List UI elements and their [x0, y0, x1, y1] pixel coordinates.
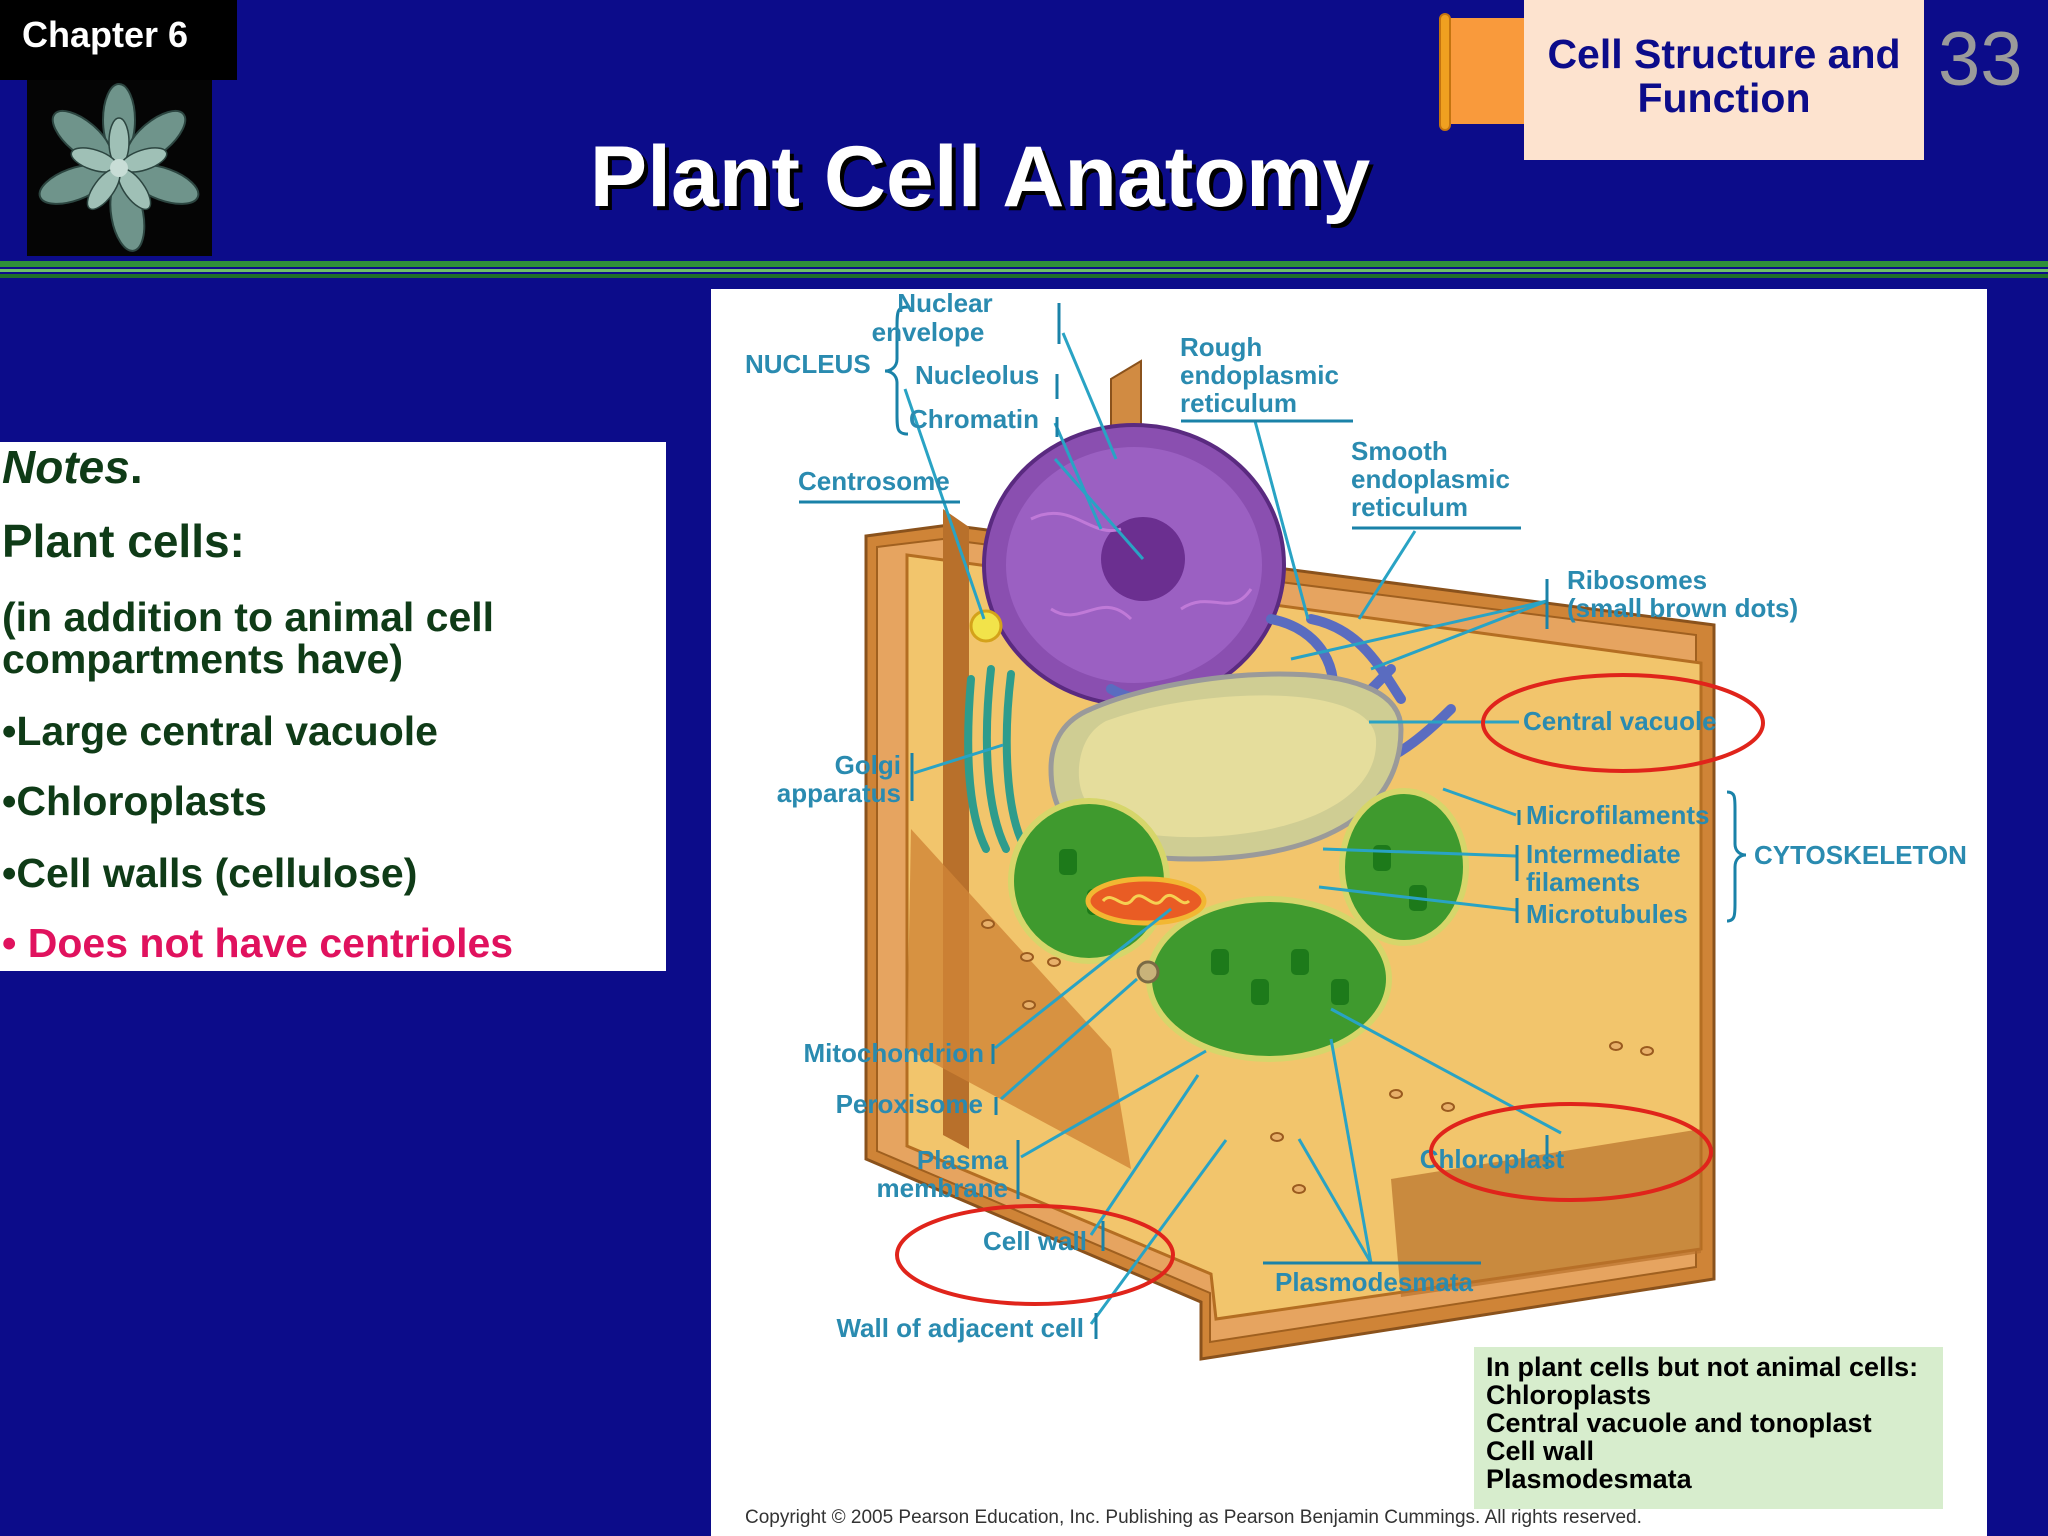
label-nuclear-envelope: Nuclear	[897, 289, 992, 318]
notes-heading: Notes.	[2, 441, 143, 493]
diagram-labels: Nuclear envelope NUCLEUS Nucleolus Chrom…	[745, 289, 1967, 1343]
label-mitochondrion: Mitochondrion	[803, 1038, 984, 1068]
header-rule-middle	[0, 269, 2048, 272]
highlight-circles	[895, 673, 1765, 1306]
label-peroxisome: Peroxisome	[836, 1089, 983, 1119]
summary-item: Chloroplasts	[1486, 1380, 1652, 1410]
summary-title: In plant cells but not animal cells:	[1486, 1352, 1919, 1382]
header-rule-top	[0, 261, 2048, 267]
notes-subtitle: Plant cells:	[2, 515, 245, 567]
label-cell-wall: Cell wall	[983, 1226, 1087, 1256]
label-nucleolus: Nucleolus	[915, 360, 1039, 390]
label-intermediate-filaments: Intermediate	[1526, 839, 1681, 869]
label-plasmodesmata: Plasmodesmata	[1275, 1267, 1474, 1297]
label-wall-of-adjacent-cell: Wall of adjacent cell	[836, 1313, 1084, 1343]
chloroplast-illustration	[1008, 788, 1469, 1062]
central-vacuole-illustration	[1048, 671, 1404, 862]
notes-panel: Notes. Plant cells: (in addition to anim…	[0, 442, 666, 971]
label-plasma-membrane: Plasma	[917, 1145, 1009, 1175]
notes-bullet: •Large central vacuole	[2, 708, 438, 754]
notes-bullet: •Chloroplasts	[2, 778, 267, 824]
label-microfilaments: Microfilaments	[1526, 800, 1710, 830]
label-nuclear-envelope: envelope	[872, 317, 985, 347]
mitochondrion-illustration	[1085, 876, 1207, 926]
scroll-icon	[1436, 12, 1524, 132]
summary-item: Cell wall	[1486, 1436, 1595, 1466]
label-central-vacuole: Central vacuole	[1523, 706, 1717, 736]
centrosome-illustration	[969, 609, 1003, 643]
label-intermediate-filaments: filaments	[1526, 867, 1640, 897]
label-microtubules: Microtubules	[1526, 899, 1688, 929]
label-chromatin: Chromatin	[909, 404, 1039, 434]
copyright-notice: Copyright © 2005 Pearson Education, Inc.…	[745, 1507, 1642, 1528]
plant-only-summary: In plant cells but not animal cells: Chl…	[1474, 1347, 1943, 1509]
golgi-illustration	[964, 665, 1027, 853]
label-nucleus: NUCLEUS	[745, 349, 871, 379]
label-golgi: Golgi	[835, 750, 901, 780]
notes-intro-line-2: compartments have)	[2, 636, 404, 682]
header-rule-bottom	[0, 274, 2048, 278]
summary-item: Plasmodesmata	[1486, 1464, 1692, 1494]
nucleus-illustration	[982, 423, 1286, 707]
label-golgi: apparatus	[777, 778, 901, 808]
notes-highlight: • Does not have centrioles	[2, 920, 514, 966]
label-rough-er: endoplasmic	[1180, 360, 1339, 390]
label-smooth-er: Smooth	[1351, 436, 1448, 466]
label-ribosomes: (small brown dots)	[1567, 593, 1798, 623]
slide-number: 33	[1938, 17, 2023, 102]
summary-item: Central vacuole and tonoplast	[1486, 1408, 1872, 1438]
notes-intro-line-1: (in addition to animal cell	[2, 594, 495, 640]
label-smooth-er: reticulum	[1351, 492, 1468, 522]
label-brackets	[799, 303, 1747, 1339]
topic-line-1: Cell Structure and	[1547, 31, 1901, 77]
succulent-plant-image	[27, 80, 212, 256]
label-ribosomes: Ribosomes	[1567, 565, 1707, 595]
label-chloroplast: Chloroplast	[1420, 1144, 1565, 1174]
topic-box: Cell Structure and Function	[1524, 0, 1924, 160]
plant-cell-diagram: Nuclear envelope NUCLEUS Nucleolus Chrom…	[711, 289, 1987, 1536]
highlight-circle-chloroplast	[1429, 1102, 1713, 1202]
notes-bullet: •Cell walls (cellulose)	[2, 850, 418, 896]
highlight-circle-cell-wall	[895, 1204, 1175, 1306]
peroxisome-illustration	[1136, 960, 1160, 984]
label-plasma-membrane: membrane	[877, 1173, 1009, 1203]
label-cytoskeleton: CYTOSKELETON	[1754, 840, 1967, 870]
label-centrosome: Centrosome	[798, 466, 950, 496]
label-smooth-er: endoplasmic	[1351, 464, 1510, 494]
slide-title: Plant Cell Anatomy	[589, 129, 1371, 225]
topic-line-2: Function	[1637, 75, 1811, 121]
label-rough-er: reticulum	[1180, 388, 1297, 418]
chapter-tab: Chapter 6	[0, 0, 237, 80]
highlight-circle-central-vacuole	[1481, 673, 1765, 773]
label-rough-er: Rough	[1180, 332, 1262, 362]
